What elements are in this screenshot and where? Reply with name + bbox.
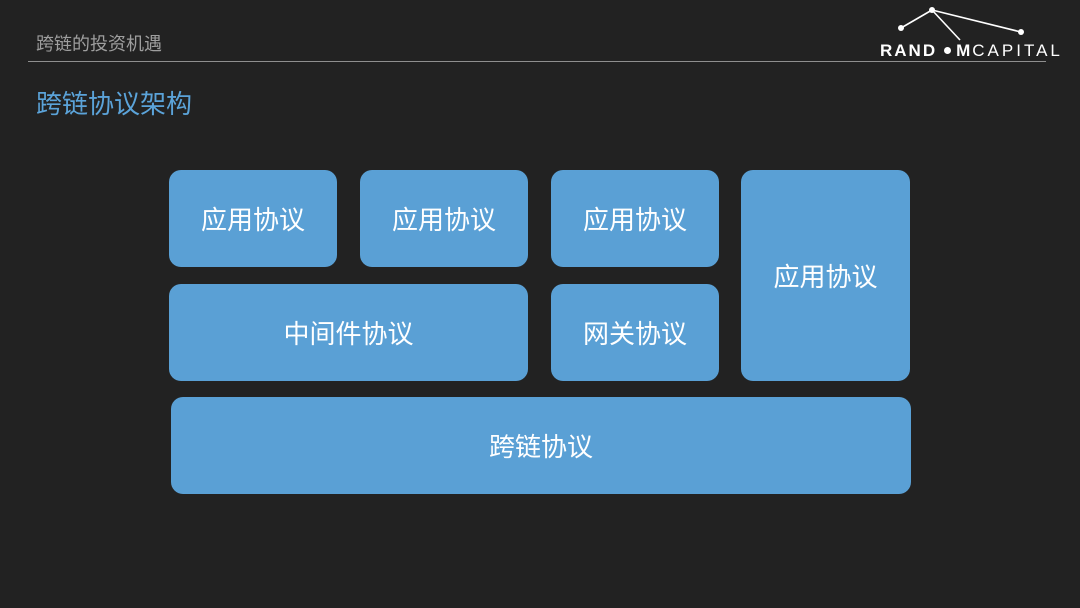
box-label: 中间件协议 [283,320,414,350]
app-protocol-box-1: 应用协议 [169,170,337,267]
box-label: 网关协议 [582,320,687,350]
header-divider [28,61,1046,62]
section-title: 跨链协议架构 [36,90,193,120]
logo-dot-icon [944,47,952,55]
header-title: 跨链的投资机遇 [36,34,162,55]
box-label: 跨链协议 [488,433,593,463]
box-label: 应用协议 [773,263,878,293]
box-label: 应用协议 [582,206,687,236]
cross-chain-protocol-box: 跨链协议 [171,397,911,494]
constellation-icon [898,7,1024,41]
logo-text-capital: CAPITAL [972,41,1063,60]
logo-text-m: M [956,41,973,60]
app-protocol-box-3: 应用协议 [551,170,719,267]
random-capital-logo: RAND MCAPITAL [878,4,1074,60]
logo-wordmark: RAND MCAPITAL [880,41,1063,61]
logo-text-rand: RAND [880,41,938,60]
box-label: 应用协议 [200,206,305,236]
gateway-protocol-box: 网关协议 [551,284,719,381]
middleware-protocol-box: 中间件协议 [169,284,528,381]
app-protocol-box-4: 应用协议 [741,170,910,381]
box-label: 应用协议 [391,206,496,236]
app-protocol-box-2: 应用协议 [360,170,528,267]
